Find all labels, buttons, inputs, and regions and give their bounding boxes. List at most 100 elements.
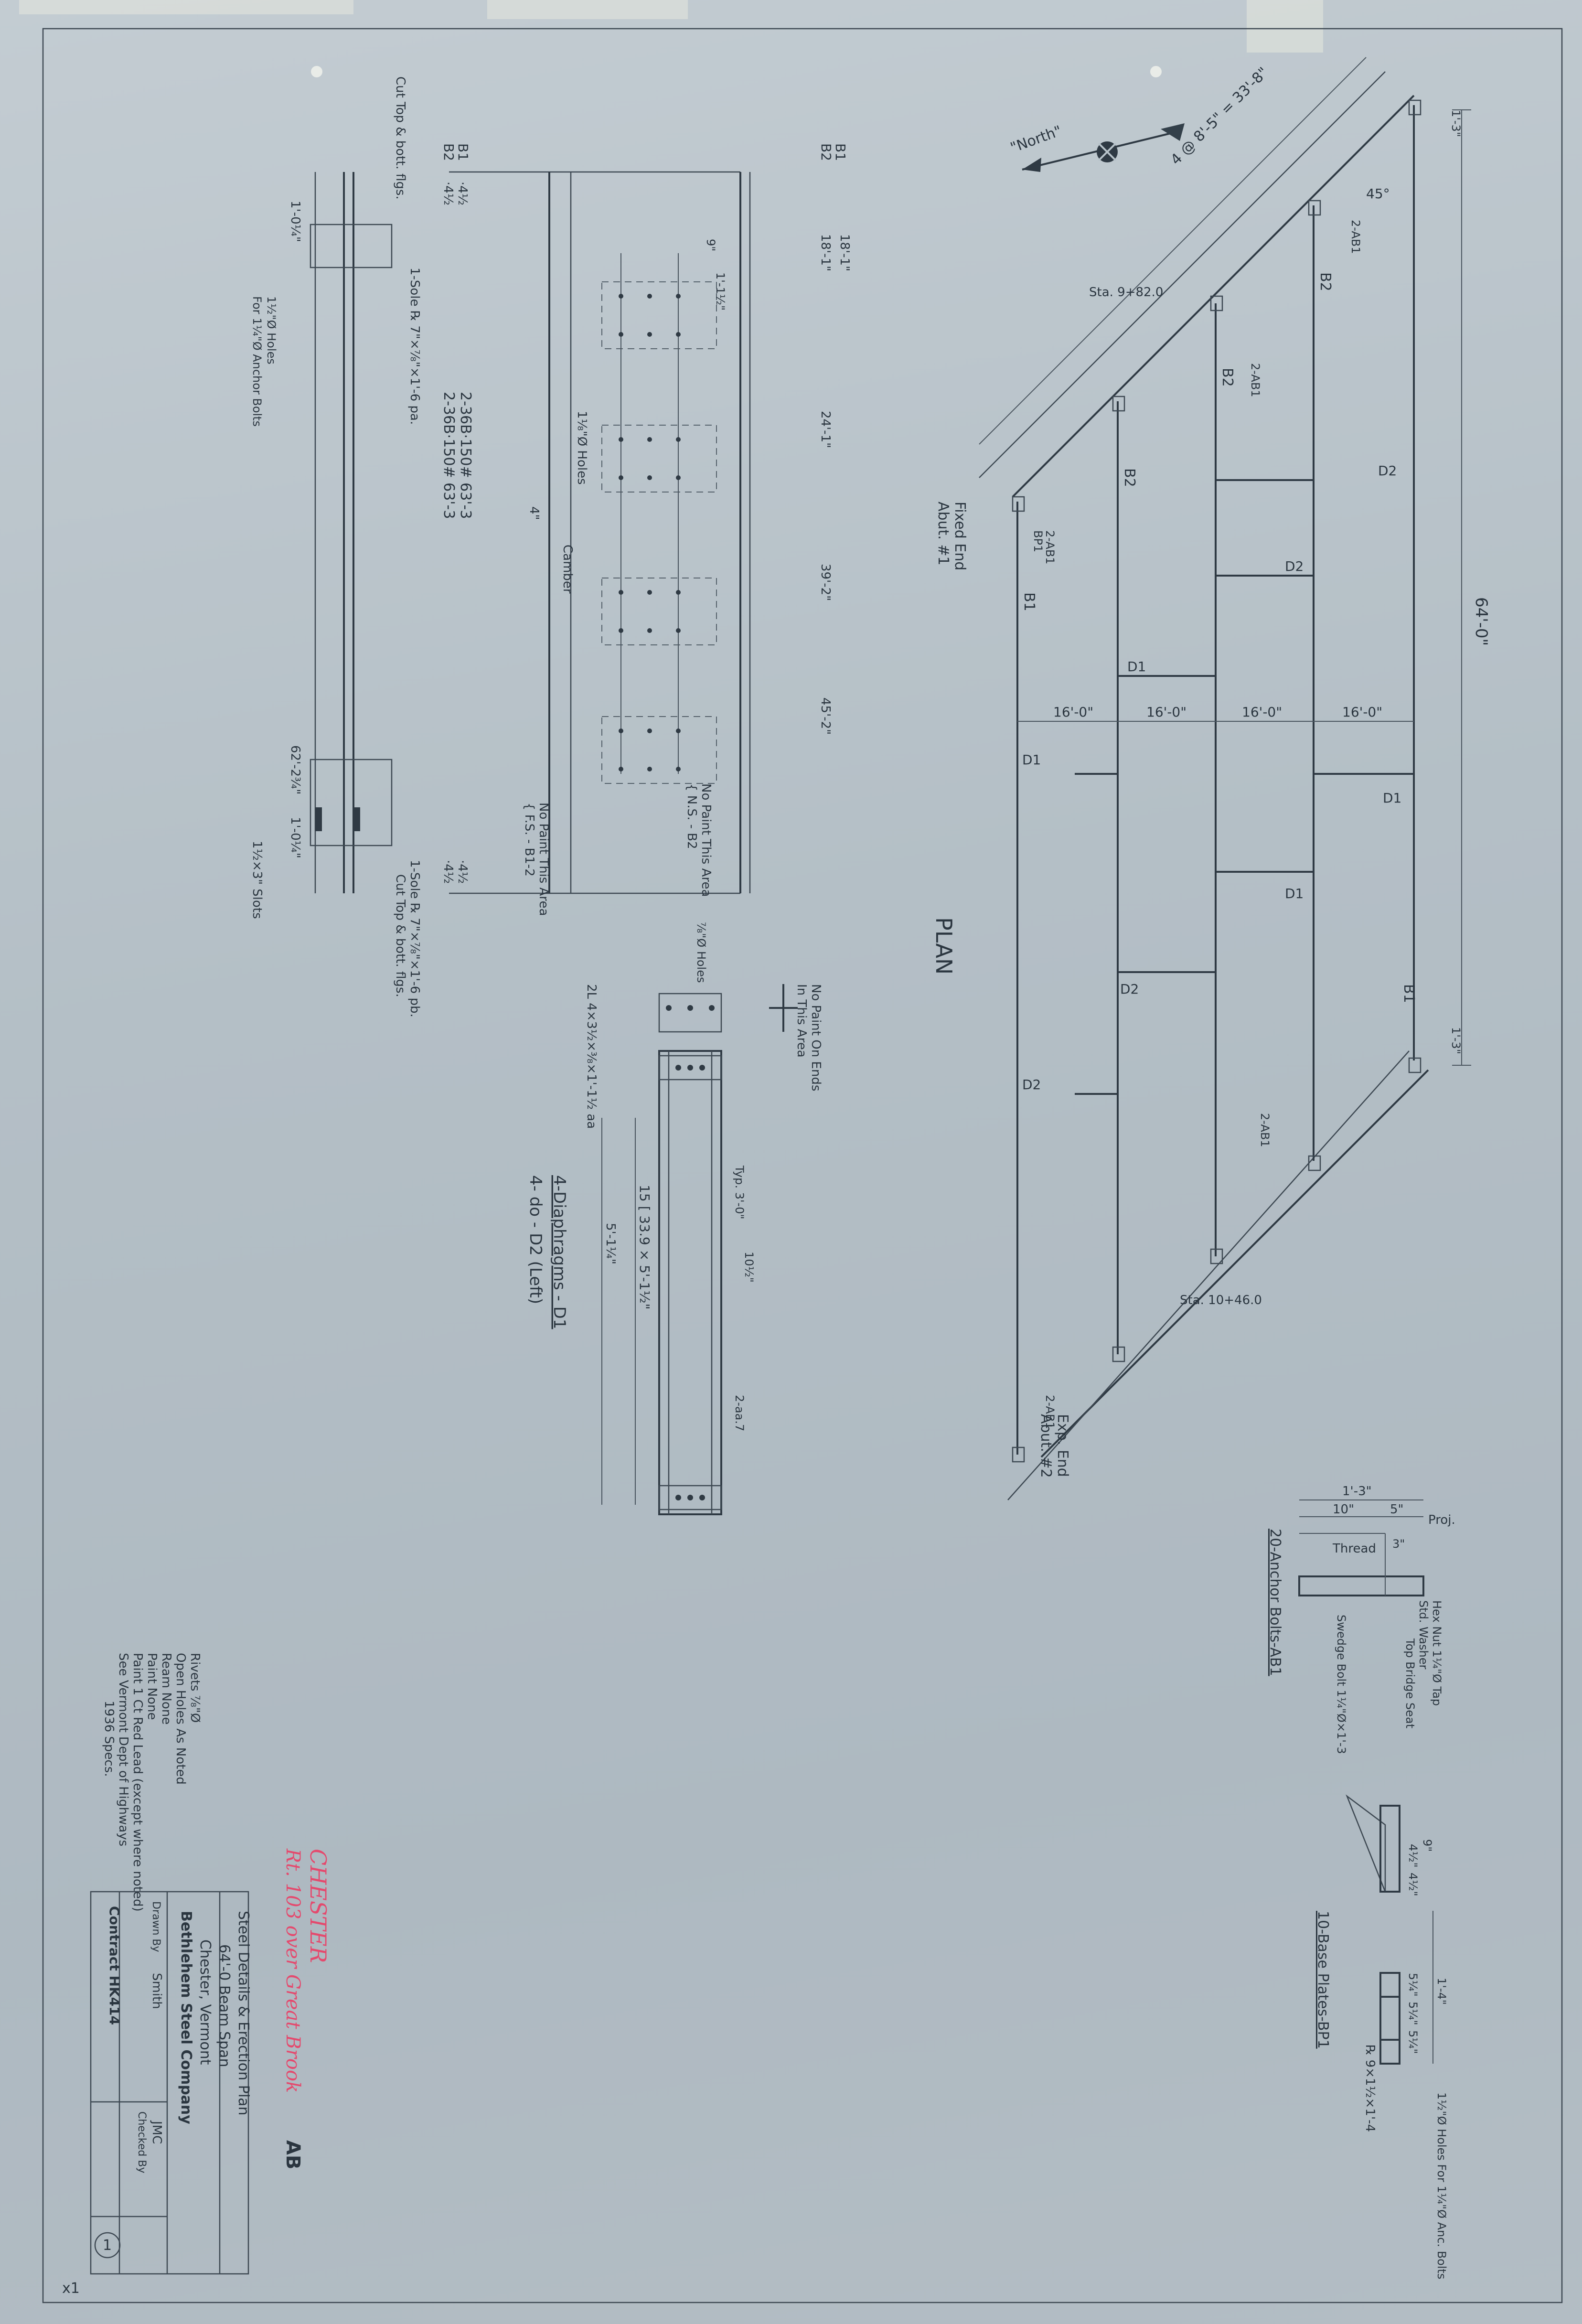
end-dim: 62'-2¾" (288, 745, 302, 794)
anchor-proj: Proj. (1428, 1513, 1455, 1527)
diaphragm-mark: D2 (1285, 558, 1304, 574)
rivet-hole (647, 590, 652, 595)
title-line: 64'-0 Beam Span (216, 1944, 233, 2067)
diaphragm-mark: D1 (1383, 790, 1401, 806)
rivet-hole (676, 475, 681, 480)
main-member: 2-36B·150# 63'-3 (457, 392, 474, 519)
camber-value: 4" (527, 506, 541, 520)
anchor-dim: 10" (1333, 1502, 1354, 1517)
beam-mark-b1: B1 (1021, 592, 1037, 611)
rivet-hole (699, 1065, 705, 1071)
rivet-hole (676, 728, 681, 733)
beam-mark-b2: B2 (1317, 272, 1334, 291)
base-plate-size: ℞ 9×1½×1'-4 (1363, 2045, 1377, 2132)
beam-mark: B1 (833, 143, 848, 161)
general-note: Rivets ⅞"Ø (188, 1653, 202, 1723)
rivet-hole (619, 728, 623, 733)
anchor-bolt-title: 20-Anchor Bolts-AB1 (1267, 1529, 1283, 1676)
base-plate-holes: 1½"Ø Holes For 1¼"Ø Anc. Bolts (1435, 2092, 1448, 2279)
beam-mark-b2: B2 (1121, 468, 1138, 487)
camber-note: Camber (560, 545, 575, 594)
base-plate-dim: 9" (1421, 1839, 1434, 1852)
rivet-hole (647, 767, 652, 771)
beam-spacing: 4 @ 8'-5" = 33'-8" (1167, 64, 1272, 168)
typical-note: Typ. 3'-0" (733, 1165, 746, 1219)
title-line: Steel Details & Erection Plan (235, 1911, 252, 2115)
north-label: "North" (1008, 122, 1064, 156)
rivet-holes (619, 294, 681, 771)
offset: ·4½ (441, 182, 455, 205)
station-top: Sta. 9+82.0 (1089, 285, 1163, 300)
diaphragm-mark: D1 (1022, 752, 1041, 768)
division-dim-2: 16'-0" (1146, 704, 1186, 720)
rivet-hole (687, 1005, 693, 1011)
bearing-label: 2-AB1 (1249, 363, 1262, 397)
bearing-label: 2-AB1 (1258, 1113, 1272, 1147)
fixed-end-label: Fixed End (951, 502, 968, 570)
rivet-hole (619, 628, 623, 633)
rivet-hole (619, 332, 623, 337)
base-plate-detail (1346, 1794, 1433, 2065)
dimension: 18'-1" (818, 234, 833, 271)
north-arrow-icon (1022, 123, 1185, 172)
end-dim: 1'-3" (1449, 110, 1463, 137)
rivet-hole (619, 475, 623, 480)
diaphragm-mark: D2 (1120, 981, 1139, 997)
base-plate-dim: 4½" (1406, 1844, 1420, 1868)
rivet-hole (647, 628, 652, 633)
base-plate-dim: 4½" (1406, 1873, 1420, 1896)
diaphragm-d2-title: 4- do - D2 (Left) (526, 1175, 545, 1304)
anchor-note: Std. Washer (1417, 1600, 1430, 1670)
no-paint-note: No Paint This Area (536, 803, 551, 916)
base-plate-title: 10-Base Plates-BP1 (1315, 1911, 1331, 2049)
beam-mark-b2: B2 (1219, 368, 1236, 387)
end-dim: 1'-0¼" (288, 201, 302, 242)
contract-number: Contract HK414 (107, 1906, 122, 2025)
dimension: 45'-2" (818, 697, 833, 735)
diaphragm-mark: D2 (1022, 1077, 1041, 1092)
rivet-hole (647, 294, 652, 299)
division-dim-4: 16'-0" (1342, 704, 1382, 720)
company-name: Bethlehem Steel Company (178, 1911, 194, 2124)
general-note: 1936 Specs. (102, 1701, 116, 1777)
angle-pair: 2L 4×3½×⅜×1'-1½ aa (584, 984, 599, 1129)
checked-by-label: Checked By (136, 2111, 148, 2174)
bearing-label: BP1 (1031, 530, 1045, 552)
rivet-hole (619, 767, 623, 771)
corner-mark: x1 (62, 2280, 80, 2297)
rivet-hole (676, 628, 681, 633)
general-note: Open Holes As Noted (173, 1653, 188, 1785)
checked-by-value: JMC (150, 2120, 164, 2144)
main-member: 2-36B·150# 63'-3 (440, 392, 457, 519)
general-note: Paint None (145, 1653, 159, 1720)
division-dim-1: 16'-0" (1053, 704, 1093, 720)
fixed-end-abut: Abut. #1 (935, 502, 951, 566)
anchor-thread: Thread (1332, 1542, 1376, 1556)
diaphragm-no-paint: In This Area (794, 984, 809, 1058)
swedge-bolt: Swedge Bolt 1¼"Ø×1'-3 (1335, 1615, 1348, 1754)
punch-hole (311, 66, 322, 77)
base-plate-dim: 5¼" (1406, 2002, 1420, 2025)
drawn-by-label: Drawn By (150, 1901, 162, 1952)
rivet-hole (676, 332, 681, 337)
diaphragm-detail (601, 984, 798, 1515)
diaphragm-mark: D1 (1285, 886, 1304, 901)
anchor-holes-note: 1½"Ø Holes (265, 296, 278, 364)
diaphragm-mark: D2 (1378, 463, 1397, 479)
bearing-label: 2-AB1 (1349, 220, 1362, 254)
end-dim: 1'-3" (1449, 1027, 1463, 1054)
exp-end-label: Exp. End (1054, 1414, 1071, 1477)
channel-length: 5'-1¼" (603, 1223, 618, 1264)
holes-note: 1⅛"Ø Holes (575, 411, 589, 485)
rivet-hole (619, 590, 623, 595)
exp-end-abut: Abut. #2 (1037, 1414, 1054, 1478)
initials: AB (282, 2140, 304, 2169)
offset: ·4½ (455, 182, 470, 205)
rivet-hole (687, 1065, 693, 1071)
beam-mark: B2 (818, 143, 834, 161)
skew-angle: 45° (1366, 186, 1390, 202)
sheet-border (42, 28, 1563, 2303)
rivet-hole (675, 1495, 681, 1500)
span-length: 64'-0" (1472, 597, 1491, 646)
